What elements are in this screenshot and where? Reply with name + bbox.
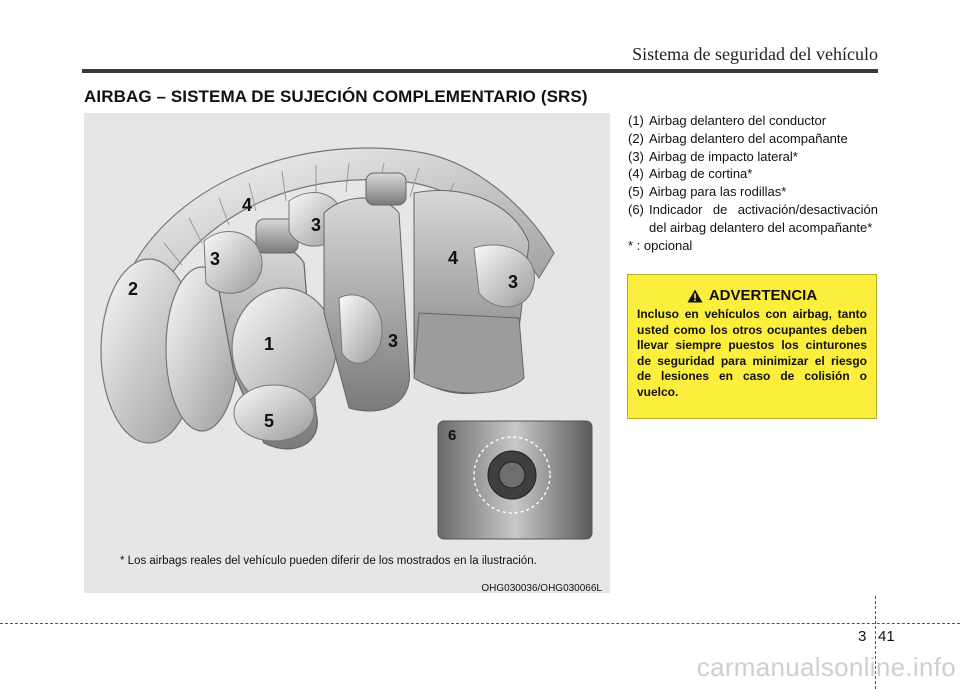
label-3-side: 3: [508, 272, 519, 292]
label-4-front: 4: [242, 195, 253, 215]
list-item-number: (4): [628, 166, 644, 182]
figure-code: OHG030036/OHG030066L: [481, 583, 602, 594]
label-3-upper: 3: [311, 215, 322, 235]
list-item: (5) Airbag para las rodillas*: [628, 183, 878, 201]
airbag-illustration: [100, 147, 593, 540]
list-item-text: Airbag de impacto lateral*: [649, 148, 798, 164]
list-note: * : opcional: [628, 237, 693, 253]
label-3-front: 3: [210, 249, 221, 269]
header-rule: [82, 69, 878, 73]
section-title: AIRBAG – SISTEMA DE SUJECIÓN COMPLEMENTA…: [84, 87, 588, 106]
list-item-number: (5): [628, 184, 644, 200]
list-item: (3) Airbag de impacto lateral*: [628, 148, 878, 166]
label-2: 2: [128, 279, 139, 299]
list-item-number: (3): [628, 148, 644, 164]
list-item-number: (6): [628, 201, 644, 217]
curtain-airbag: [123, 147, 555, 304]
page-reference: 3 41: [858, 628, 895, 645]
list-item-text: Indicador de activación/desactivación de…: [649, 201, 878, 235]
list-item: (2) Airbag delantero del acompañante: [628, 130, 878, 148]
list-item-text: Airbag de cortina*: [649, 166, 753, 182]
list-item: (4) Airbag de cortina*: [628, 165, 878, 183]
figure-note: * Los airbags reales del vehículo pueden…: [120, 555, 537, 567]
footer-rule: [0, 623, 960, 624]
list-item-number: (2): [628, 130, 644, 146]
label-3-rear: 3: [388, 331, 399, 351]
warning-box: ADVERTENCIA Incluso en vehículos con air…: [627, 274, 877, 419]
warning-icon: [687, 289, 703, 302]
airbag-figure: 2 3 4 3 1 5 3 4 3 6 * Los airbags reales…: [84, 113, 610, 594]
label-4-rear: 4: [448, 248, 459, 268]
page-number: 41: [878, 628, 895, 645]
list-item-text: Airbag delantero del conductor: [649, 113, 827, 128]
list-item: (6) Indicador de activación/desactivació…: [628, 201, 878, 237]
label-5: 5: [264, 411, 275, 431]
chapter-number: 3: [858, 628, 867, 645]
watermark: carmanualsonline.info: [696, 652, 956, 682]
list-item: (1) Airbag delantero del conductor: [628, 112, 878, 130]
airbag-list: (1) Airbag delantero del conductor (2) A…: [628, 112, 878, 254]
label-6: 6: [448, 427, 457, 444]
warning-body: Incluso en vehículos con airbag, tanto u…: [637, 307, 867, 399]
side-airbag-front: [203, 231, 263, 294]
knee-airbag: [233, 384, 315, 442]
label-1: 1: [264, 334, 275, 354]
list-item-number: (1): [628, 113, 644, 128]
list-item-text: Airbag para las rodillas*: [649, 184, 787, 200]
page-divider: [875, 596, 876, 689]
header-title: Sistema de seguridad del vehículo: [632, 44, 878, 64]
warning-title: ADVERTENCIA: [708, 287, 818, 304]
list-item-text: Airbag delantero del acompañante: [649, 130, 848, 146]
